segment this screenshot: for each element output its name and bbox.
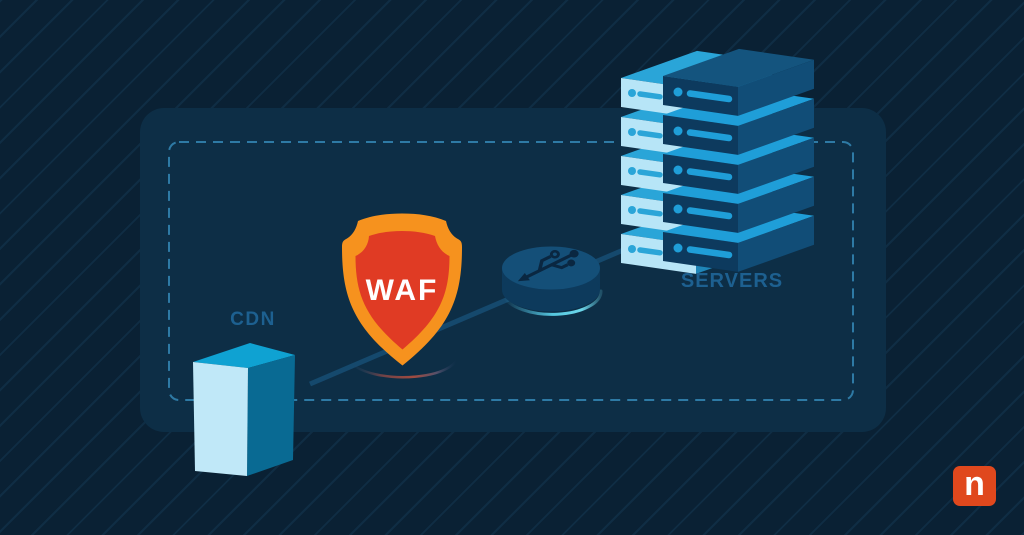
protected-zone-dashed-border [168, 141, 854, 401]
connection-line [309, 230, 664, 387]
server-led-dot [628, 89, 636, 97]
server-led-dot [628, 245, 636, 253]
server-drive-slot [686, 129, 733, 142]
server-led-dot [673, 243, 683, 253]
ninjaone-logo: n [953, 465, 996, 506]
server-drive-slot [637, 91, 663, 100]
server-drive-slot [686, 207, 733, 220]
server-stacks [621, 48, 814, 274]
shield-inner [355, 231, 450, 350]
server-drive-slot [686, 246, 733, 259]
usb-trident-icon [517, 249, 579, 282]
server-drive-slot [637, 130, 663, 139]
cdn-box-front [193, 362, 248, 476]
server-unit-side [738, 98, 814, 155]
cdn-box-top [193, 343, 295, 368]
server-led-dot [673, 87, 683, 97]
server-unit-side [738, 59, 814, 116]
server-unit-side [738, 137, 814, 194]
router-node [502, 246, 600, 312]
server-unit-side [738, 176, 814, 233]
waf-shield: WAF [342, 213, 462, 366]
shield-shadow-arc [348, 349, 459, 379]
server-unit-side [738, 215, 814, 272]
server-drive-slot [686, 168, 733, 181]
server-led-dot [628, 128, 636, 136]
router-reflection-arc [502, 289, 603, 316]
server-led-dot [673, 165, 683, 175]
waf-label: WAF [366, 274, 439, 307]
server-led-dot [628, 206, 636, 214]
server-led-dot [628, 167, 636, 175]
server-drive-slot [686, 90, 733, 103]
server-stack-front [663, 48, 814, 272]
ninjaone-logo-letter: n [964, 465, 985, 503]
server-drive-slot [637, 169, 663, 178]
server-led-dot [673, 126, 683, 136]
servers-label: SERVERS [681, 270, 783, 292]
server-led-dot [673, 204, 683, 214]
server-unit-top [663, 48, 814, 87]
cdn-box-side [247, 355, 295, 476]
cdn-label: CDN [230, 309, 276, 330]
server-drive-slot [637, 208, 663, 217]
ninjaone-logo-square [953, 466, 996, 506]
cdn-node [193, 343, 295, 476]
server-drive-slot [637, 247, 663, 256]
